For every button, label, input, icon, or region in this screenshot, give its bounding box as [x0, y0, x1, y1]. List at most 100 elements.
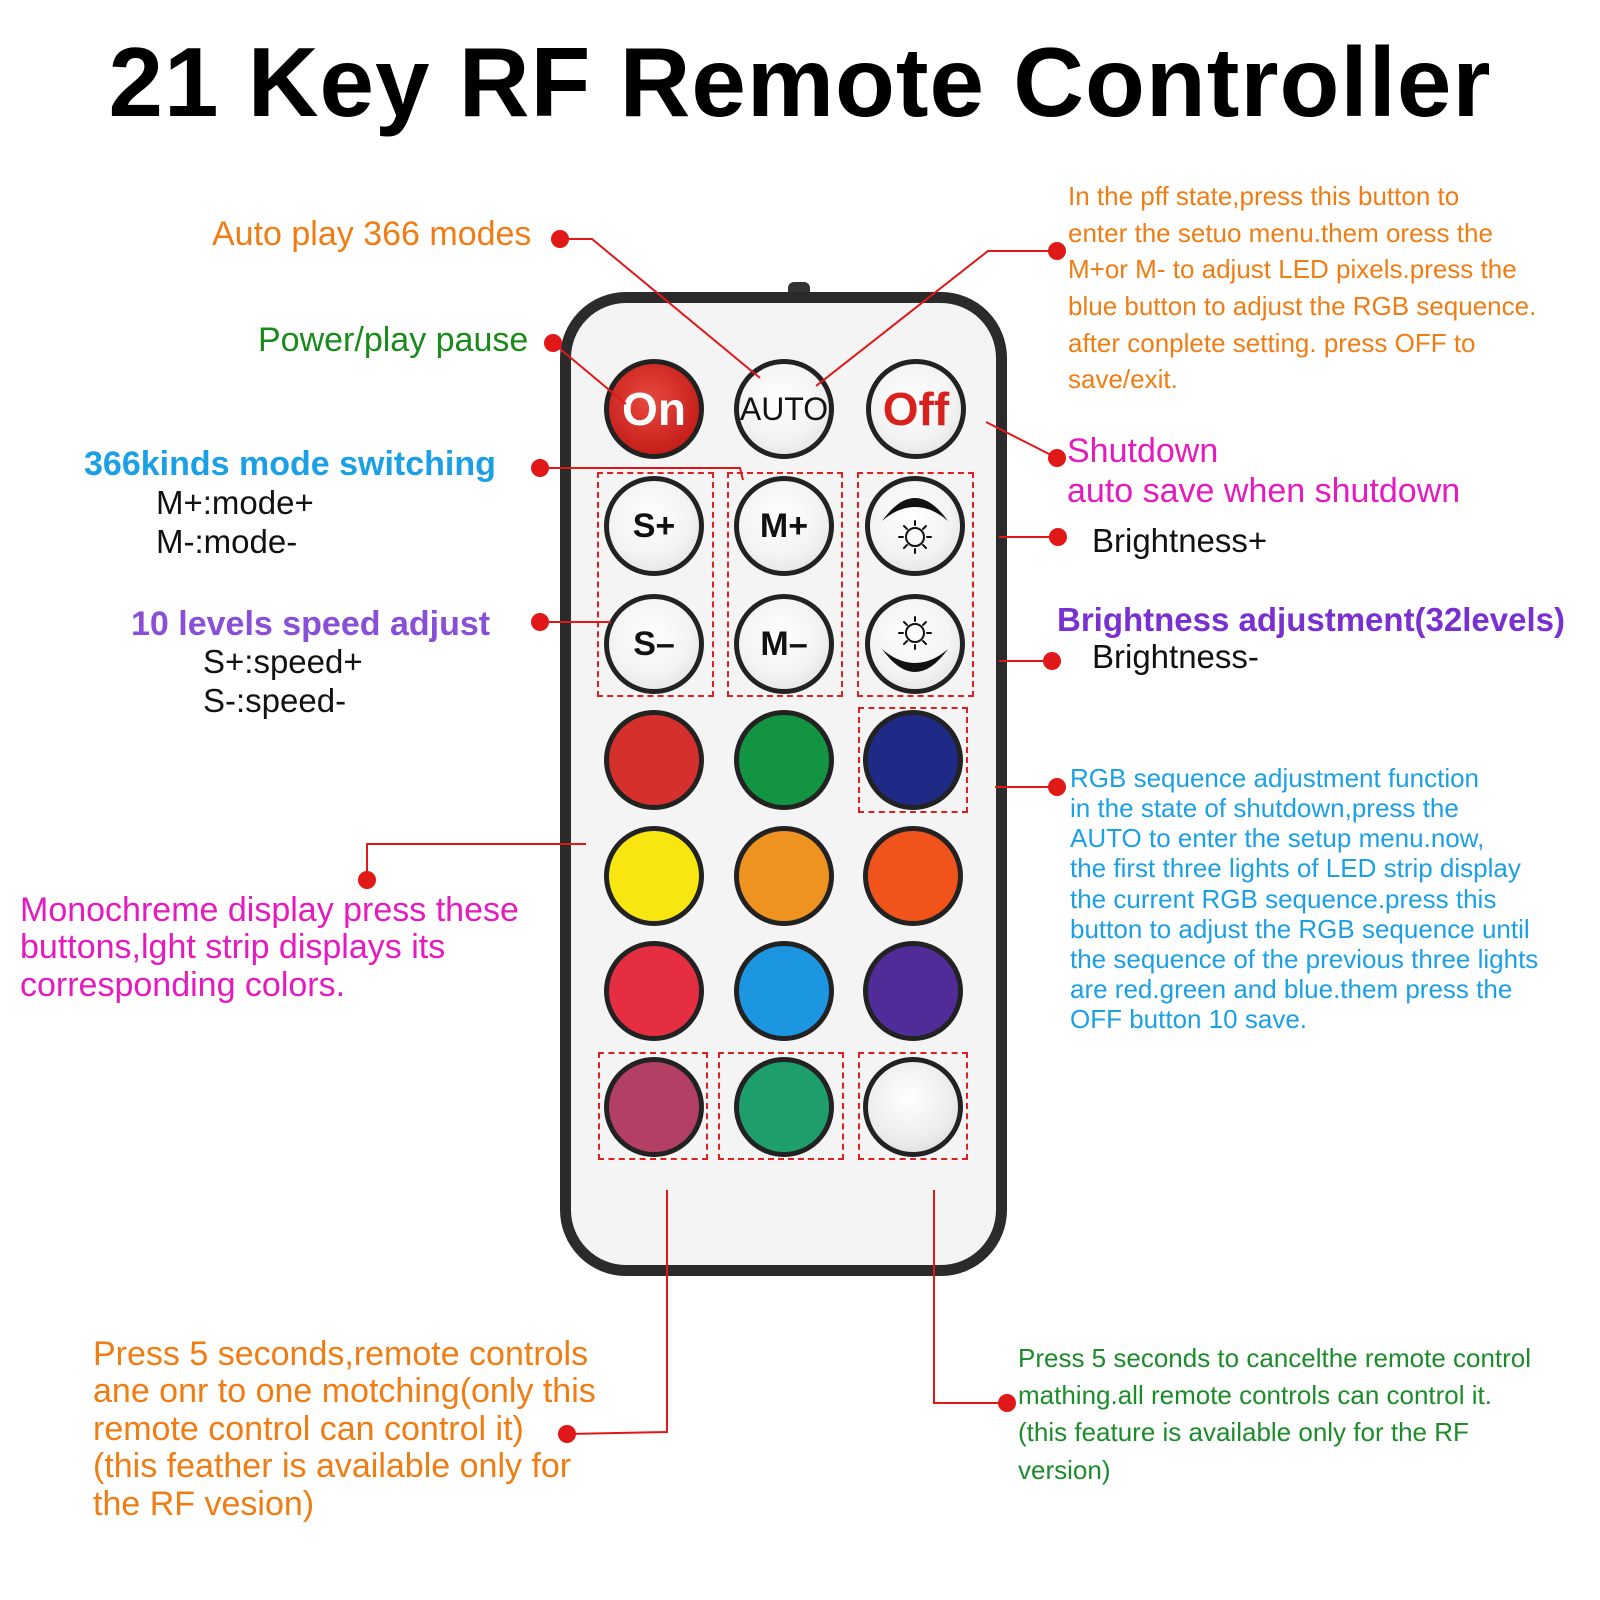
mode-switch-heading: 366kinds mode switching: [84, 445, 496, 483]
color-button-green[interactable]: [734, 710, 834, 810]
dot-brightness-plus: [1049, 528, 1067, 546]
brightness-group-box: [857, 472, 974, 697]
monochrome-line: Monochreme display press these: [20, 891, 519, 929]
color-button-white-cancel-pair[interactable]: [863, 1057, 963, 1157]
mode-up-label: M+: [759, 506, 809, 545]
rgb-sequence-line: AUTO to enter the setup menu.now,: [1070, 823, 1485, 854]
rgb-sequence-line: are red.green and blue.them press the: [1070, 974, 1513, 1005]
page-title: 21 Key RF Remote Controller: [108, 27, 1492, 137]
rgb-sequence-line: the current RGB sequence.press this: [1070, 883, 1497, 914]
leader-cancel-pair: [933, 1190, 1007, 1404]
speed-down-button[interactable]: S–: [604, 594, 704, 694]
dot-power: [544, 334, 562, 352]
mode-switch-details: M+:mode+ M-:mode-: [156, 484, 314, 562]
color-button-purple[interactable]: [863, 941, 963, 1041]
cancel-pairing-line: version): [1018, 1454, 1111, 1485]
dot-shutdown: [1048, 449, 1066, 467]
off-button[interactable]: Off: [866, 359, 966, 459]
leader-shutdown: [985, 421, 1058, 459]
auto-button-label: AUTO: [739, 390, 829, 427]
speed-up-button[interactable]: S+: [604, 476, 704, 576]
pairing-line: ane onr to one motching(only this: [93, 1372, 596, 1411]
brightness-up-button[interactable]: [865, 476, 965, 576]
leader-power: [552, 342, 627, 405]
cancel-pairing-line: (this feature is available only for the …: [1018, 1417, 1469, 1448]
speed-down-label: S–: [633, 624, 675, 663]
auto-button[interactable]: AUTO: [734, 359, 834, 459]
on-button-label: On: [622, 383, 686, 435]
color-button-sky-blue[interactable]: [734, 941, 834, 1041]
setup-menu-line: after conplete setting. press OFF to: [1068, 327, 1476, 358]
cancel-pairing-line: Press 5 seconds to cancelthe remote cont…: [1018, 1343, 1532, 1373]
middle-bottom-box: [718, 1052, 844, 1160]
rgb-sequence-line: OFF button 10 save.: [1070, 1004, 1308, 1035]
color-button-pink-pair[interactable]: [604, 1057, 704, 1157]
dot-pair: [558, 1425, 576, 1443]
rgb-sequence-box: [858, 707, 968, 813]
leader-mode-switch: [540, 467, 744, 481]
mode-down-label: M–: [760, 624, 808, 663]
on-button[interactable]: On: [604, 359, 704, 459]
brightness-down-button[interactable]: [865, 594, 965, 694]
setup-menu-line: save/exit.: [1068, 364, 1178, 395]
cancel-pairing-note: Press 5 seconds to cancelthe remote cont…: [1018, 1340, 1531, 1489]
color-button-blue-rgb-sequence[interactable]: [863, 710, 963, 810]
dot-mode-switch: [531, 459, 549, 477]
mode-switch-line: M-:mode-: [156, 522, 298, 560]
setup-menu-line: blue button to adjust the RGB sequence.: [1068, 290, 1537, 321]
pairing-line: the RF vesion): [93, 1484, 315, 1523]
color-button-red[interactable]: [604, 710, 704, 810]
monochrome-note: Monochreme display press these buttons,l…: [20, 891, 519, 1004]
shutdown-line: Shutdown: [1067, 432, 1219, 470]
leader-pair: [566, 1190, 668, 1435]
monochrome-line: corresponding colors.: [20, 965, 346, 1004]
color-button-teal[interactable]: [734, 1057, 834, 1157]
speed-up-label: S+: [632, 506, 676, 545]
brightness-down-icon: [882, 616, 948, 672]
leader-monochrome: [366, 843, 586, 880]
color-button-yellow[interactable]: [604, 826, 704, 926]
dot-brightness-minus: [1043, 652, 1061, 670]
color-button-amber[interactable]: [734, 826, 834, 926]
off-button-label: Off: [882, 383, 950, 435]
speed-group-box: [597, 472, 714, 697]
leader-auto-play: [560, 238, 761, 379]
leader-setup-menu: [815, 250, 1057, 387]
setup-menu-line: enter the setuo menu.them oress the: [1068, 217, 1493, 248]
mode-down-button[interactable]: M–: [734, 594, 834, 694]
speed-details: S+:speed+ S-:speed-: [203, 643, 363, 721]
brightness-adjustment-heading: Brightness adjustment(32levels): [1057, 601, 1565, 638]
color-button-crimson[interactable]: [604, 941, 704, 1041]
brightness-plus-label: Brightness+: [1092, 522, 1268, 559]
setup-menu-line: M+or M- to adjust LED pixels.press the: [1068, 254, 1517, 285]
dot-speed: [531, 613, 549, 631]
color-button-orange[interactable]: [863, 826, 963, 926]
mode-up-button[interactable]: M+: [734, 476, 834, 576]
pairing-line: (this feather is available only for: [93, 1447, 572, 1486]
rgb-sequence-note: RGB sequence adjustment function in the …: [1070, 763, 1538, 1034]
pair-button-box: [598, 1052, 708, 1160]
speed-line: S-:speed-: [203, 681, 347, 719]
rgb-sequence-line: the sequence of the previous three light…: [1070, 943, 1539, 974]
rgb-sequence-line: RGB sequence adjustment function: [1070, 763, 1480, 793]
mode-group-box: [727, 472, 843, 697]
setup-menu-line: In the pff state,press this button to: [1068, 181, 1460, 211]
rgb-sequence-line: button to adjust the RGB sequence until: [1070, 913, 1530, 944]
cancel-pair-button-box: [858, 1052, 968, 1160]
pairing-line: remote control can control it): [93, 1409, 524, 1448]
speed-line: S+:speed+: [203, 643, 363, 680]
pairing-line: Press 5 seconds,remote controls: [93, 1335, 589, 1373]
cancel-pairing-line: mathing.all remote controls can control …: [1018, 1380, 1492, 1411]
dot-rgb-sequence: [1048, 778, 1066, 796]
dot-cancel-pair: [998, 1394, 1016, 1412]
dot-monochrome: [358, 871, 376, 889]
monochrome-line: buttons,lght strip displays its: [20, 928, 446, 967]
rgb-sequence-line: in the state of shutdown,press the: [1070, 793, 1459, 824]
shutdown-line: auto save when shutdown: [1067, 472, 1461, 511]
power-label: Power/play pause: [258, 321, 529, 359]
dot-auto-play: [551, 230, 569, 248]
shutdown-label: Shutdown auto save when shutdown: [1067, 431, 1460, 511]
dot-setup-menu: [1048, 242, 1066, 260]
pairing-note: Press 5 seconds,remote controls ane onr …: [93, 1335, 596, 1523]
